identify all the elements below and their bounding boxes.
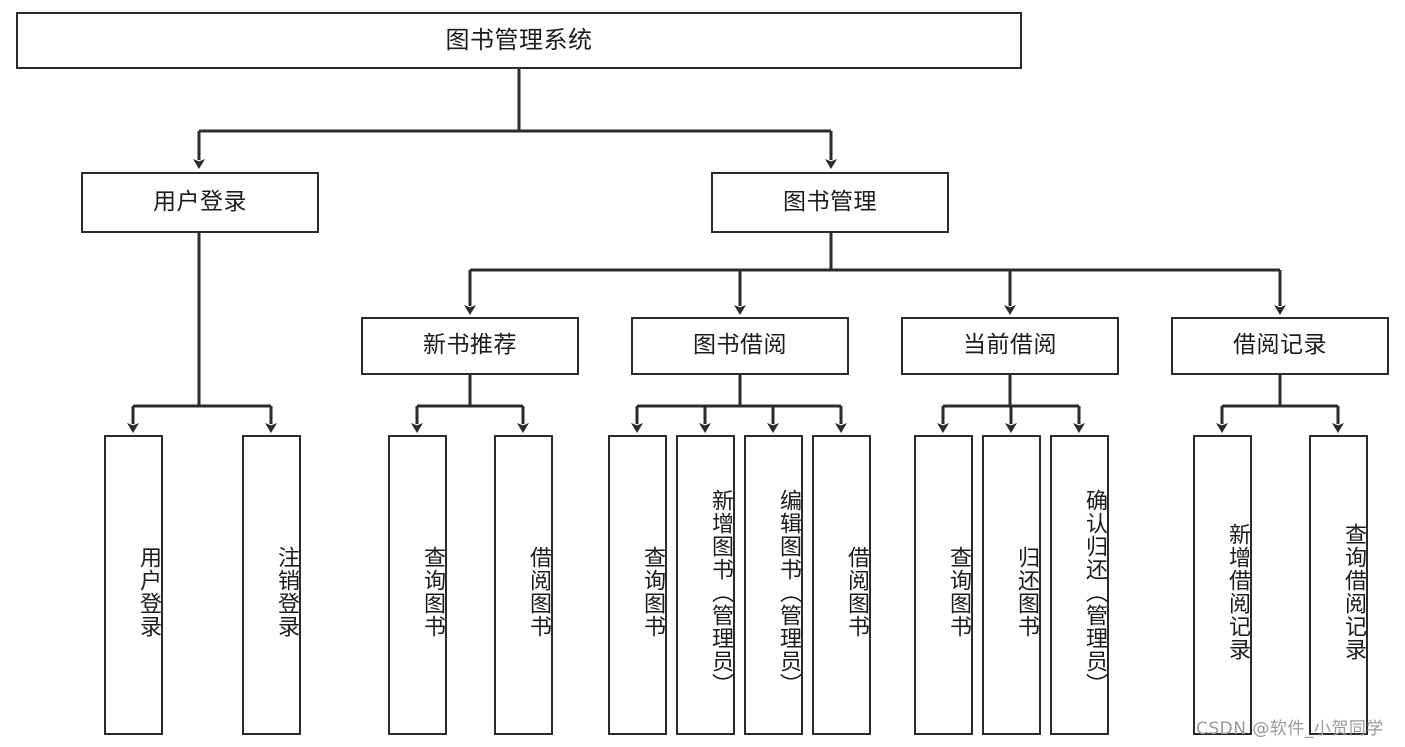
node-leaf-add-book[interactable]: 新增图书（管理员）: [676, 435, 735, 735]
node-book-manage[interactable]: 图书管理: [711, 172, 949, 233]
node-leaf-query-record[interactable]: 查询借阅记录: [1309, 435, 1368, 735]
node-leaf-user-login-label: 用户登录: [136, 546, 161, 638]
node-leaf-confirm-return[interactable]: 确认归还（管理员）: [1050, 435, 1109, 735]
node-new-book-recommend[interactable]: 新书推荐: [361, 317, 579, 375]
node-leaf-add-record[interactable]: 新增借阅记录: [1193, 435, 1252, 735]
node-leaf-logout[interactable]: 注销登录: [242, 435, 301, 735]
node-book-borrow-label: 图书借阅: [693, 332, 787, 359]
node-leaf-confirm-return-label: 确认归还（管理员）: [1082, 488, 1107, 696]
node-user-login[interactable]: 用户登录: [81, 172, 319, 233]
node-root[interactable]: 图书管理系统: [16, 12, 1022, 69]
node-leaf-return-book[interactable]: 归还图书: [982, 435, 1041, 735]
node-leaf-user-login[interactable]: 用户登录: [104, 435, 163, 735]
node-leaf-query-book-3[interactable]: 查询图书: [914, 435, 973, 735]
node-leaf-query-book-3-label: 查询图书: [946, 546, 971, 638]
node-leaf-query-record-label: 查询借阅记录: [1341, 523, 1366, 661]
node-current-borrow[interactable]: 当前借阅: [901, 317, 1119, 375]
node-user-login-label: 用户登录: [153, 188, 247, 215]
node-leaf-return-book-label: 归还图书: [1014, 546, 1039, 638]
node-leaf-query-book-1-label: 查询图书: [420, 546, 445, 638]
node-new-book-recommend-label: 新书推荐: [423, 332, 517, 359]
node-leaf-query-book-2-label: 查询图书: [640, 546, 665, 638]
node-leaf-query-book-2[interactable]: 查询图书: [608, 435, 667, 735]
node-leaf-add-record-label: 新增借阅记录: [1225, 523, 1250, 661]
node-leaf-borrow-book-1-label: 借阅图书: [526, 546, 551, 638]
node-book-manage-label: 图书管理: [783, 188, 877, 215]
node-current-borrow-label: 当前借阅: [963, 332, 1057, 359]
node-leaf-edit-book[interactable]: 编辑图书（管理员）: [744, 435, 803, 735]
node-leaf-borrow-book-2-label: 借阅图书: [844, 546, 869, 638]
node-leaf-borrow-book-2[interactable]: 借阅图书: [812, 435, 871, 735]
node-book-borrow[interactable]: 图书借阅: [631, 317, 849, 375]
node-leaf-logout-label: 注销登录: [274, 546, 299, 638]
node-borrow-record[interactable]: 借阅记录: [1171, 317, 1389, 375]
node-borrow-record-label: 借阅记录: [1233, 332, 1327, 359]
csdn-watermark: CSDN @软件_小贺同学: [1196, 719, 1384, 739]
node-leaf-add-book-label: 新增图书（管理员）: [708, 488, 733, 696]
node-leaf-edit-book-label: 编辑图书（管理员）: [776, 488, 801, 696]
node-leaf-borrow-book-1[interactable]: 借阅图书: [494, 435, 553, 735]
node-leaf-query-book-1[interactable]: 查询图书: [388, 435, 447, 735]
node-root-label: 图书管理系统: [445, 26, 593, 55]
